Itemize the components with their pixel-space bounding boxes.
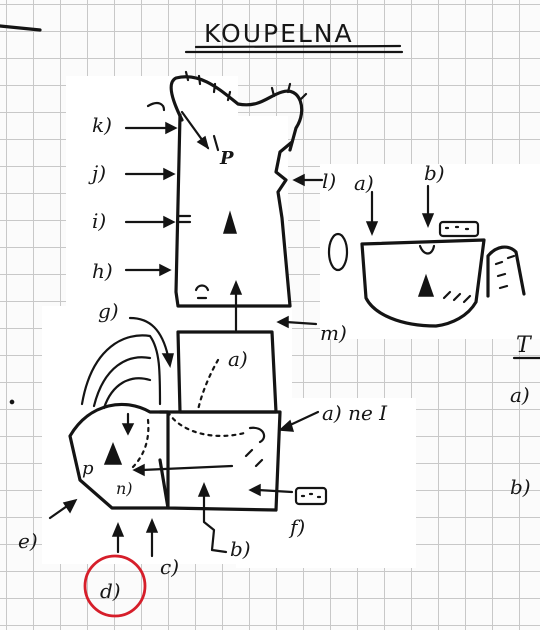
i-marker bbox=[178, 216, 190, 222]
label-a-ne: a) ne I bbox=[322, 401, 388, 425]
f-arrowhead bbox=[250, 485, 260, 495]
a-ne-arrowhead bbox=[280, 421, 293, 431]
label-a-right: a) bbox=[354, 171, 374, 195]
dashed-connection bbox=[168, 412, 248, 436]
l-arrowhead bbox=[294, 175, 304, 185]
label-m: m) bbox=[320, 321, 347, 345]
upper-p-label: P bbox=[219, 148, 234, 169]
f-arrow-line bbox=[258, 490, 292, 492]
i-arrowhead bbox=[164, 217, 174, 227]
right-room-notch bbox=[420, 246, 434, 254]
right-tub-ticks bbox=[496, 256, 514, 288]
partial-label-b: b) bbox=[510, 475, 531, 499]
right-side-tub bbox=[488, 247, 524, 296]
middle-room bbox=[178, 332, 276, 412]
inner-arrow-line bbox=[142, 466, 232, 470]
k-arrowhead bbox=[198, 137, 208, 148]
left-shower-curve bbox=[82, 335, 160, 404]
label-c: c) bbox=[160, 555, 179, 579]
upper-room-symbol bbox=[196, 286, 208, 299]
label-a-center: a) bbox=[228, 347, 248, 371]
label-g: g) bbox=[98, 299, 119, 323]
lower-room-symbol bbox=[246, 450, 262, 466]
c-arrowhead bbox=[147, 520, 157, 532]
d-arrowhead bbox=[113, 524, 123, 536]
upper-room-wall bbox=[176, 115, 292, 306]
f-fixture bbox=[296, 488, 326, 504]
k-arrowhead bbox=[166, 123, 176, 133]
f-fixture-dots bbox=[302, 494, 320, 497]
partial-label-a: a) bbox=[510, 383, 530, 407]
label-l: l) bbox=[322, 169, 336, 193]
triangle-symbol bbox=[224, 213, 236, 233]
m-arrowhead bbox=[278, 317, 288, 327]
g-arrow-line bbox=[130, 318, 168, 356]
door-swing bbox=[198, 360, 218, 410]
label-n: n) bbox=[116, 479, 133, 498]
label-j: j) bbox=[88, 161, 106, 185]
inner-down-arrowhead bbox=[123, 424, 133, 434]
a-right-arrowhead bbox=[367, 222, 377, 234]
partial-label-t: T bbox=[516, 333, 533, 358]
h-arrowhead bbox=[160, 265, 170, 275]
m-arrow-line bbox=[286, 322, 316, 324]
inner-arrowhead bbox=[134, 465, 144, 475]
j-arrowhead bbox=[164, 169, 174, 179]
e-arrowhead bbox=[64, 500, 76, 512]
k-hook bbox=[148, 103, 164, 110]
upper-room-scalloped-outline bbox=[171, 77, 302, 150]
label-h: h) bbox=[92, 259, 113, 283]
scallop-ticks bbox=[186, 72, 306, 100]
b-arrowhead bbox=[199, 484, 209, 496]
label-b-bottom: b) bbox=[230, 537, 251, 561]
k-arrow-line bbox=[214, 136, 218, 150]
label-f: f) bbox=[288, 515, 305, 539]
title-underline bbox=[196, 46, 400, 47]
b-right-fixture-dots bbox=[446, 227, 468, 229]
right-triangle-symbol bbox=[419, 276, 433, 296]
b-right-arrowhead bbox=[423, 214, 433, 226]
ne-marker bbox=[250, 428, 264, 442]
page-title: KOUPELNA bbox=[204, 19, 354, 48]
label-d: d) bbox=[100, 579, 121, 603]
left-triangle-symbol bbox=[105, 444, 121, 464]
label-b-right: b) bbox=[424, 161, 445, 185]
left-shower-curve bbox=[94, 357, 150, 406]
right-room-symbol bbox=[444, 292, 470, 302]
b-arrow-line bbox=[204, 496, 226, 552]
label-i: i) bbox=[92, 209, 106, 233]
stray-dot bbox=[10, 400, 13, 403]
lower-p-label: p bbox=[82, 458, 94, 479]
left-door-swing bbox=[132, 420, 148, 468]
a-arrowhead bbox=[231, 282, 241, 294]
oval-fixture bbox=[329, 234, 347, 270]
a-ne-arrow-line bbox=[288, 412, 318, 426]
label-k: k) bbox=[92, 113, 112, 137]
label-e: e) bbox=[18, 529, 38, 553]
margin-stroke bbox=[0, 26, 40, 30]
g-arrowhead bbox=[163, 354, 173, 366]
